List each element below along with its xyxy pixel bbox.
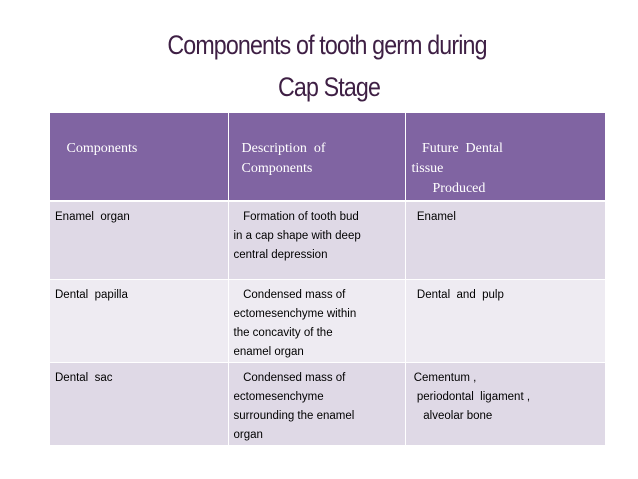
table-row: Dental sac Condensed mass of ectomesench… <box>50 362 605 446</box>
cell-component: Dental sac <box>50 362 229 446</box>
table-row: Enamel organ Formation of tooth bud in a… <box>50 201 605 280</box>
cell-description: Formation of tooth bud in a cap shape wi… <box>228 201 406 280</box>
header-components: Components <box>50 113 229 202</box>
table-row: Dental papilla Condensed mass of ectomes… <box>50 279 605 363</box>
cell-description: Condensed mass of ectomesenchyme surroun… <box>228 362 406 446</box>
table-header-row: Components Description of Components Fut… <box>50 113 605 202</box>
cell-component: Enamel organ <box>50 201 229 280</box>
header-description: Description of Components <box>228 113 406 202</box>
header-future-tissue: Future Dental tissue Produced <box>405 113 605 202</box>
cell-future-tissue: Dental and pulp <box>405 279 605 363</box>
cell-component: Dental papilla <box>50 279 229 363</box>
cell-future-tissue: Cementum , periodontal ligament , alveol… <box>405 362 605 446</box>
slide-title-line-1: Components of tooth germ during <box>167 30 487 60</box>
cell-future-tissue: Enamel <box>405 201 605 280</box>
cell-description: Condensed mass of ectomesenchyme within … <box>228 279 406 363</box>
components-table: Components Description of Components Fut… <box>50 113 605 446</box>
slide-title-line-2: Cap Stage <box>278 72 381 102</box>
